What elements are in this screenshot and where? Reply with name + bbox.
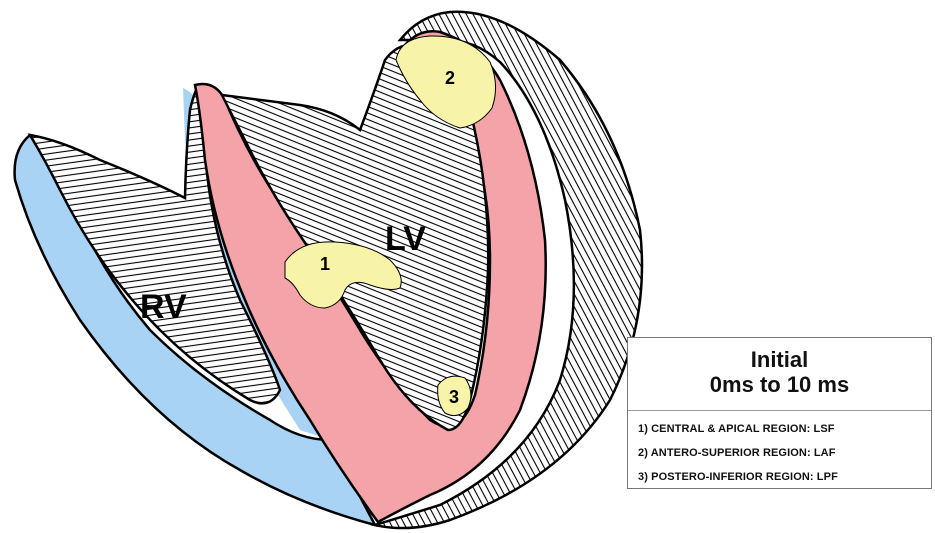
region-2-label: 2 — [445, 68, 455, 88]
legend-title: Initial — [628, 338, 931, 372]
legend-header: Initial 0ms to 10 ms — [628, 338, 931, 411]
legend-box: Initial 0ms to 10 ms 1) CENTRAL & APICAL… — [627, 337, 932, 489]
region-3-label: 3 — [449, 387, 459, 407]
lv-label: LV — [385, 220, 426, 258]
region-1-label: 1 — [320, 254, 330, 274]
rv-label: RV — [140, 288, 187, 326]
legend-item: 1) CENTRAL & APICAL REGION: LSF — [638, 417, 931, 441]
legend-list: 1) CENTRAL & APICAL REGION: LSF 2) ANTER… — [628, 411, 931, 489]
legend-subtitle: 0ms to 10 ms — [628, 372, 931, 398]
legend-item: 2) ANTERO-SUPERIOR REGION: LAF — [638, 441, 931, 465]
legend-item: 3) POSTERO-INFERIOR REGION: LPF — [638, 465, 931, 489]
